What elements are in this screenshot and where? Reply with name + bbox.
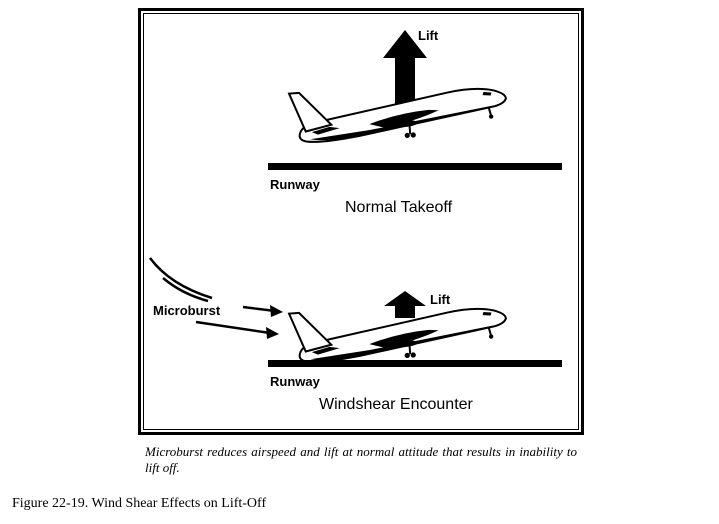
runway-windshear bbox=[268, 360, 562, 367]
runway-label-windshear: Runway bbox=[270, 374, 321, 389]
scene-title-normal: Normal Takeoff bbox=[345, 199, 453, 216]
lift-label-windshear: Lift bbox=[430, 292, 451, 307]
figure-title: Figure 22-19. Wind Shear Effects on Lift… bbox=[12, 496, 266, 512]
windshear-scene: Microburst Lift Runway Windshear Encount… bbox=[150, 258, 562, 413]
microburst-arrowhead-1 bbox=[270, 305, 283, 317]
microburst-streak-2 bbox=[163, 278, 208, 301]
runway-label-normal: Runway bbox=[270, 177, 321, 192]
microburst-streak-1 bbox=[150, 258, 212, 298]
microburst-label: Microburst bbox=[153, 303, 221, 318]
microburst-arrow-1 bbox=[243, 307, 275, 311]
scene-title-windshear: Windshear Encounter bbox=[319, 396, 474, 413]
microburst-arrow-2 bbox=[196, 322, 270, 333]
microburst-arrowhead-2 bbox=[266, 327, 279, 339]
figure-caption: Microburst reduces airspeed and lift at … bbox=[145, 444, 577, 476]
lift-label-normal: Lift bbox=[418, 28, 439, 43]
normal-takeoff-scene: Lift Runway Normal Takeoff bbox=[268, 28, 562, 216]
runway-normal bbox=[268, 163, 562, 170]
lift-arrow-small bbox=[384, 291, 426, 318]
